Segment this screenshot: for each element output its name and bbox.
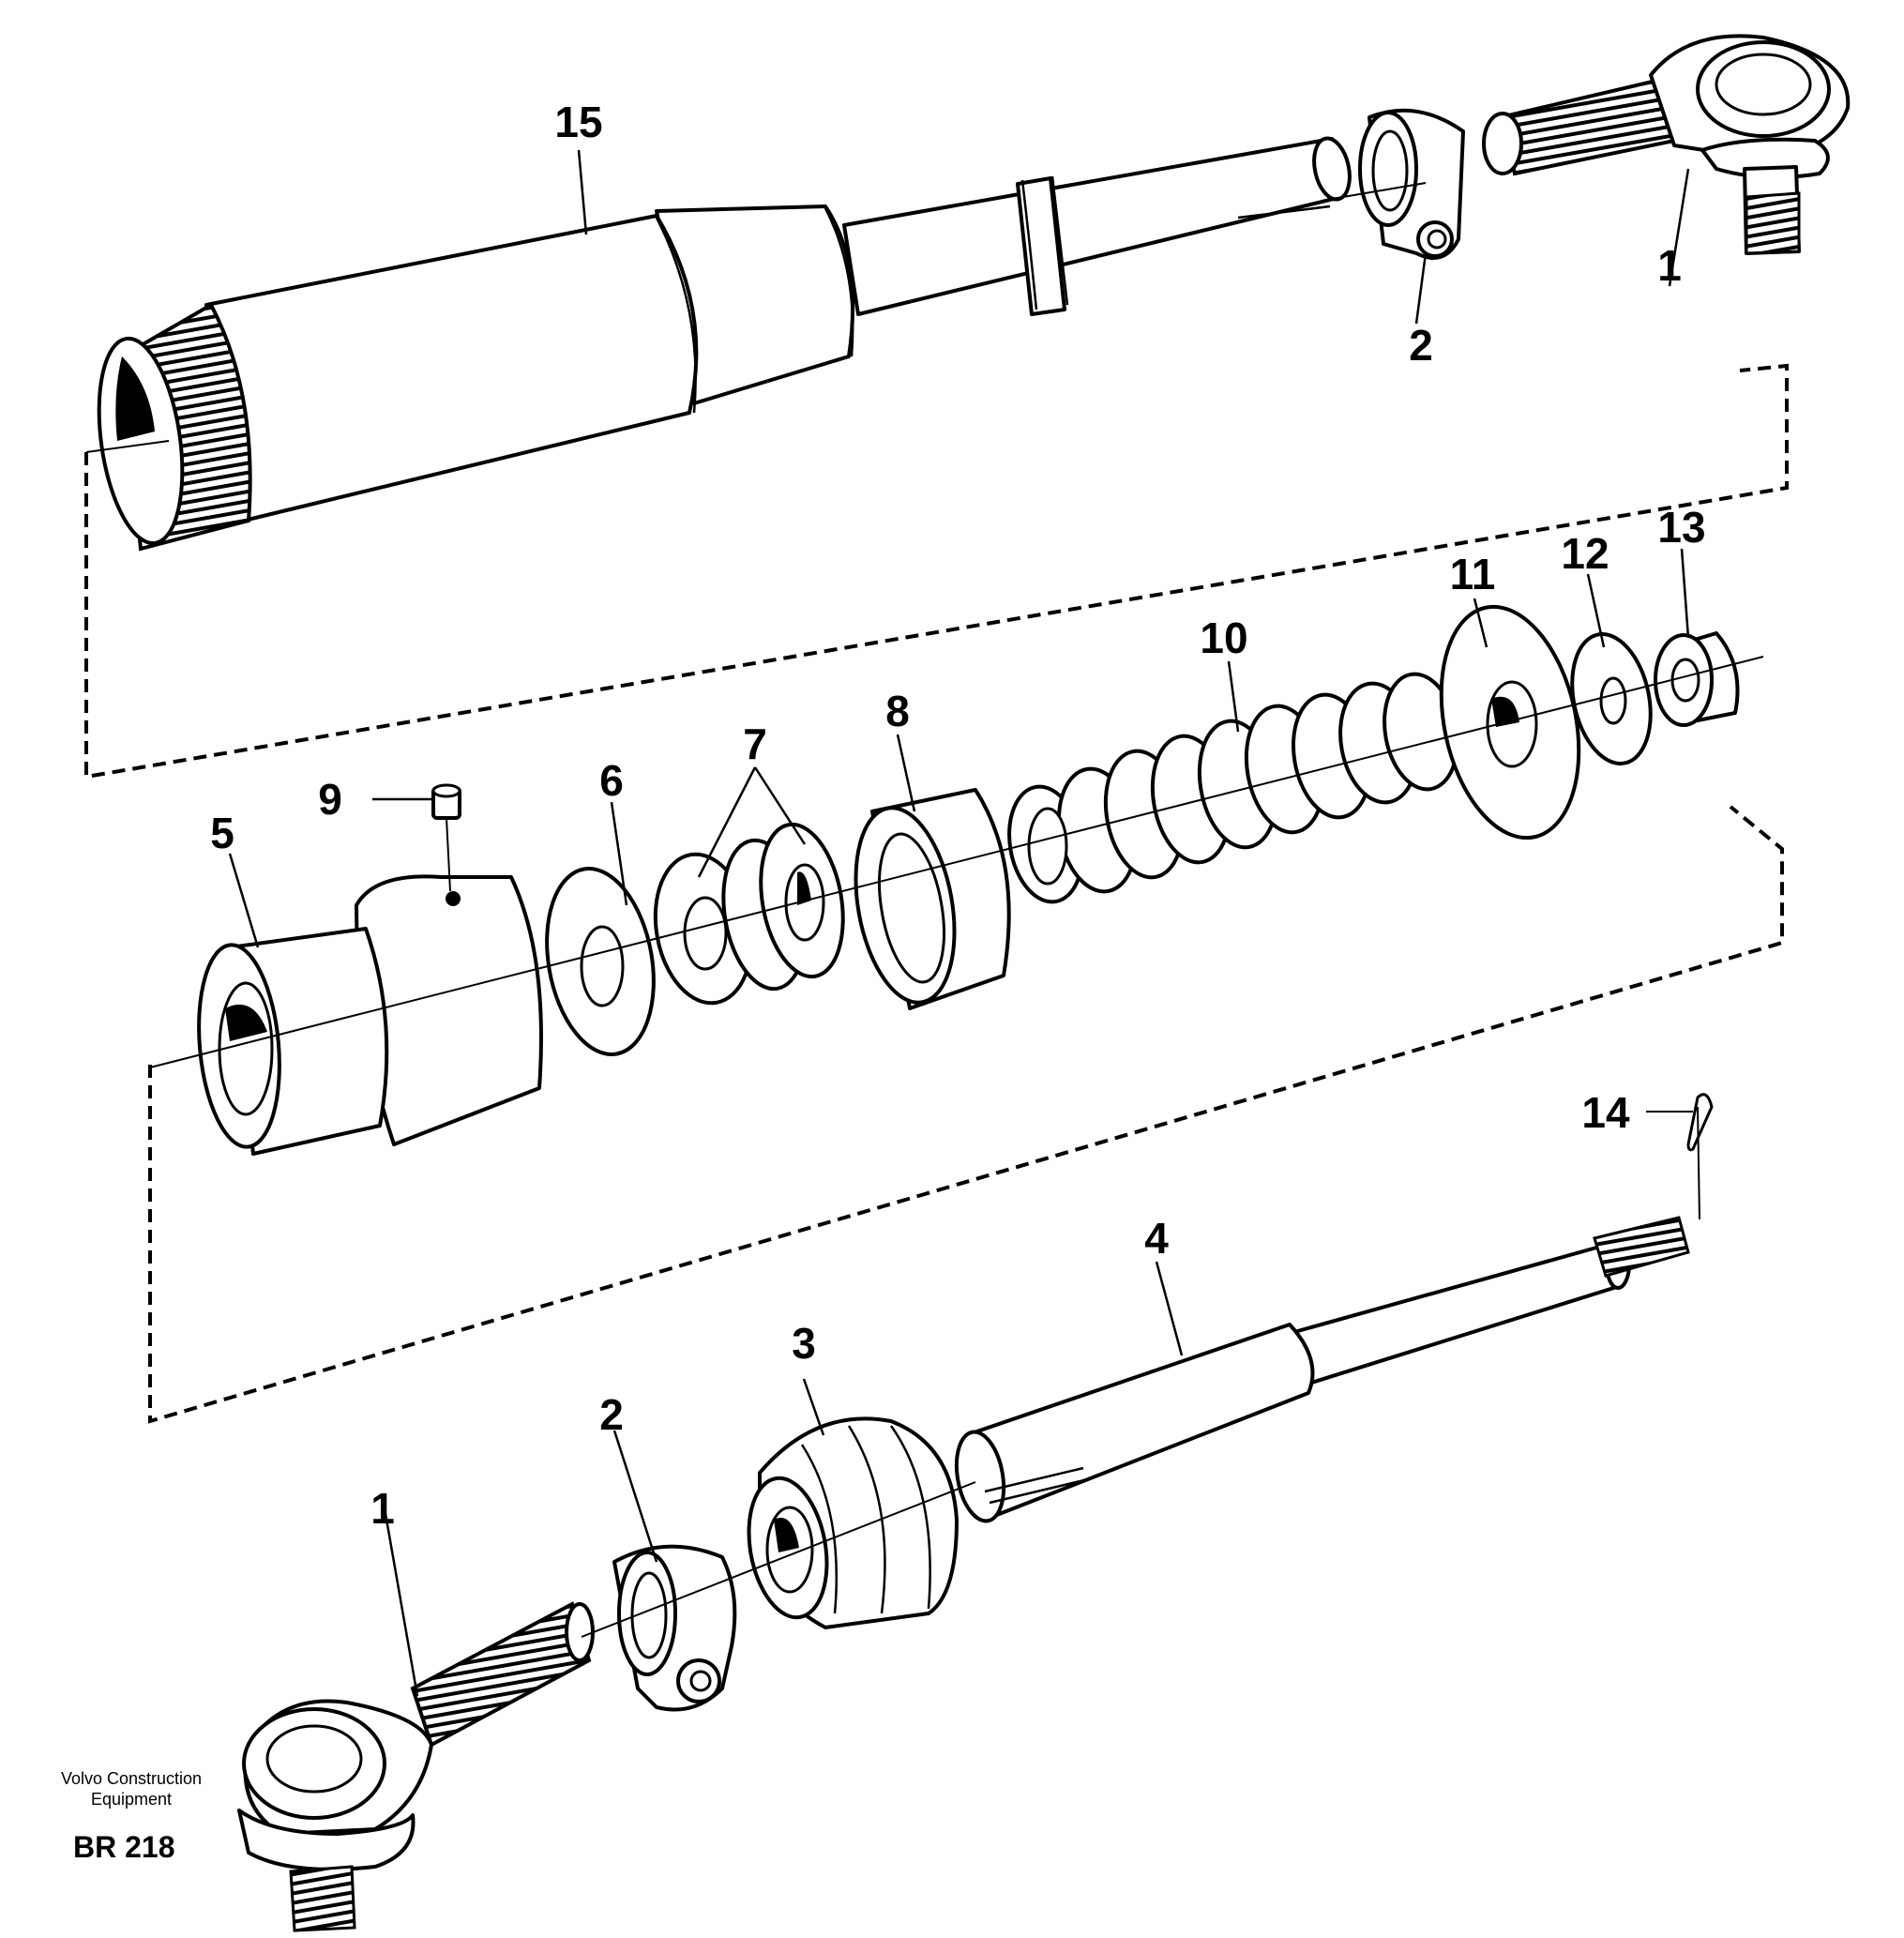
tie-rod-part-4 — [954, 1216, 1690, 1523]
part-label-2-bottom: 2 — [599, 1390, 624, 1439]
manufacturer-caption: Volvo Construction Equipment — [60, 1769, 203, 1809]
nut-part-13 — [1654, 631, 1740, 727]
set-screw-part-9 — [431, 783, 461, 892]
part-label-1-bottom: 1 — [370, 1484, 395, 1533]
part-label-1-top: 1 — [1657, 241, 1682, 290]
part-label-15: 15 — [554, 98, 603, 146]
part-label-12: 12 — [1561, 529, 1609, 578]
part-label-3: 3 — [792, 1319, 816, 1368]
part-label-14: 14 — [1581, 1088, 1630, 1137]
washer-part-12 — [1570, 632, 1653, 765]
part-label-6: 6 — [599, 756, 624, 805]
cylinder-tube-part — [97, 136, 1352, 552]
disc-part-11 — [1439, 604, 1581, 840]
part-label-8: 8 — [885, 687, 910, 735]
ball-joint-part-top — [1482, 34, 1851, 255]
ball-joint-part-bottom — [237, 1601, 595, 1932]
part-label-7: 7 — [743, 719, 767, 768]
washer-part-6 — [545, 867, 656, 1056]
part-label-13: 13 — [1657, 503, 1706, 552]
part-label-4: 4 — [1144, 1214, 1169, 1263]
part-label-5: 5 — [210, 809, 234, 857]
assembly-guide-line-upper — [84, 363, 1789, 780]
piston-part-5 — [197, 874, 543, 1156]
bushing-part-8 — [854, 788, 1011, 1010]
drawing-code: BR 218 — [73, 1830, 175, 1864]
cotter-pin-part-14 — [1646, 1093, 1714, 1220]
leader-lines — [228, 149, 1690, 1697]
assembly-guide-line-lower — [148, 805, 1784, 1424]
part-label-10: 10 — [1200, 613, 1248, 662]
clamp-part-top — [1358, 108, 1465, 260]
part-label-2-top: 2 — [1409, 321, 1433, 370]
boot-part-3 — [747, 1416, 959, 1629]
part-label-11: 11 — [1449, 550, 1496, 598]
clamp-part-bottom — [612, 1544, 737, 1712]
part-label-9: 9 — [318, 775, 342, 824]
